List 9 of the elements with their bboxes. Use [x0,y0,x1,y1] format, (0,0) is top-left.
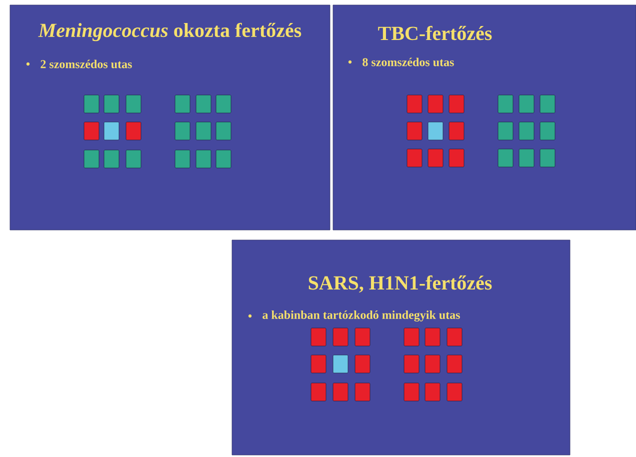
slide-title: TBC-fertőzés [378,26,492,40]
slide-title: SARS, H1N1-fertőzés [308,275,492,293]
bullet-text: 8 szomszédos utas [362,58,454,66]
slide-panel [10,4,330,230]
slide-panel [232,240,570,456]
slide-panel [332,4,636,230]
bullet-text: a kabinban tartózkodó mindegyik utas [262,310,460,322]
slide-title: Meningococcus okozta fertőzés [38,22,302,42]
bullet-text: 2 szomszédos utas [40,60,132,68]
